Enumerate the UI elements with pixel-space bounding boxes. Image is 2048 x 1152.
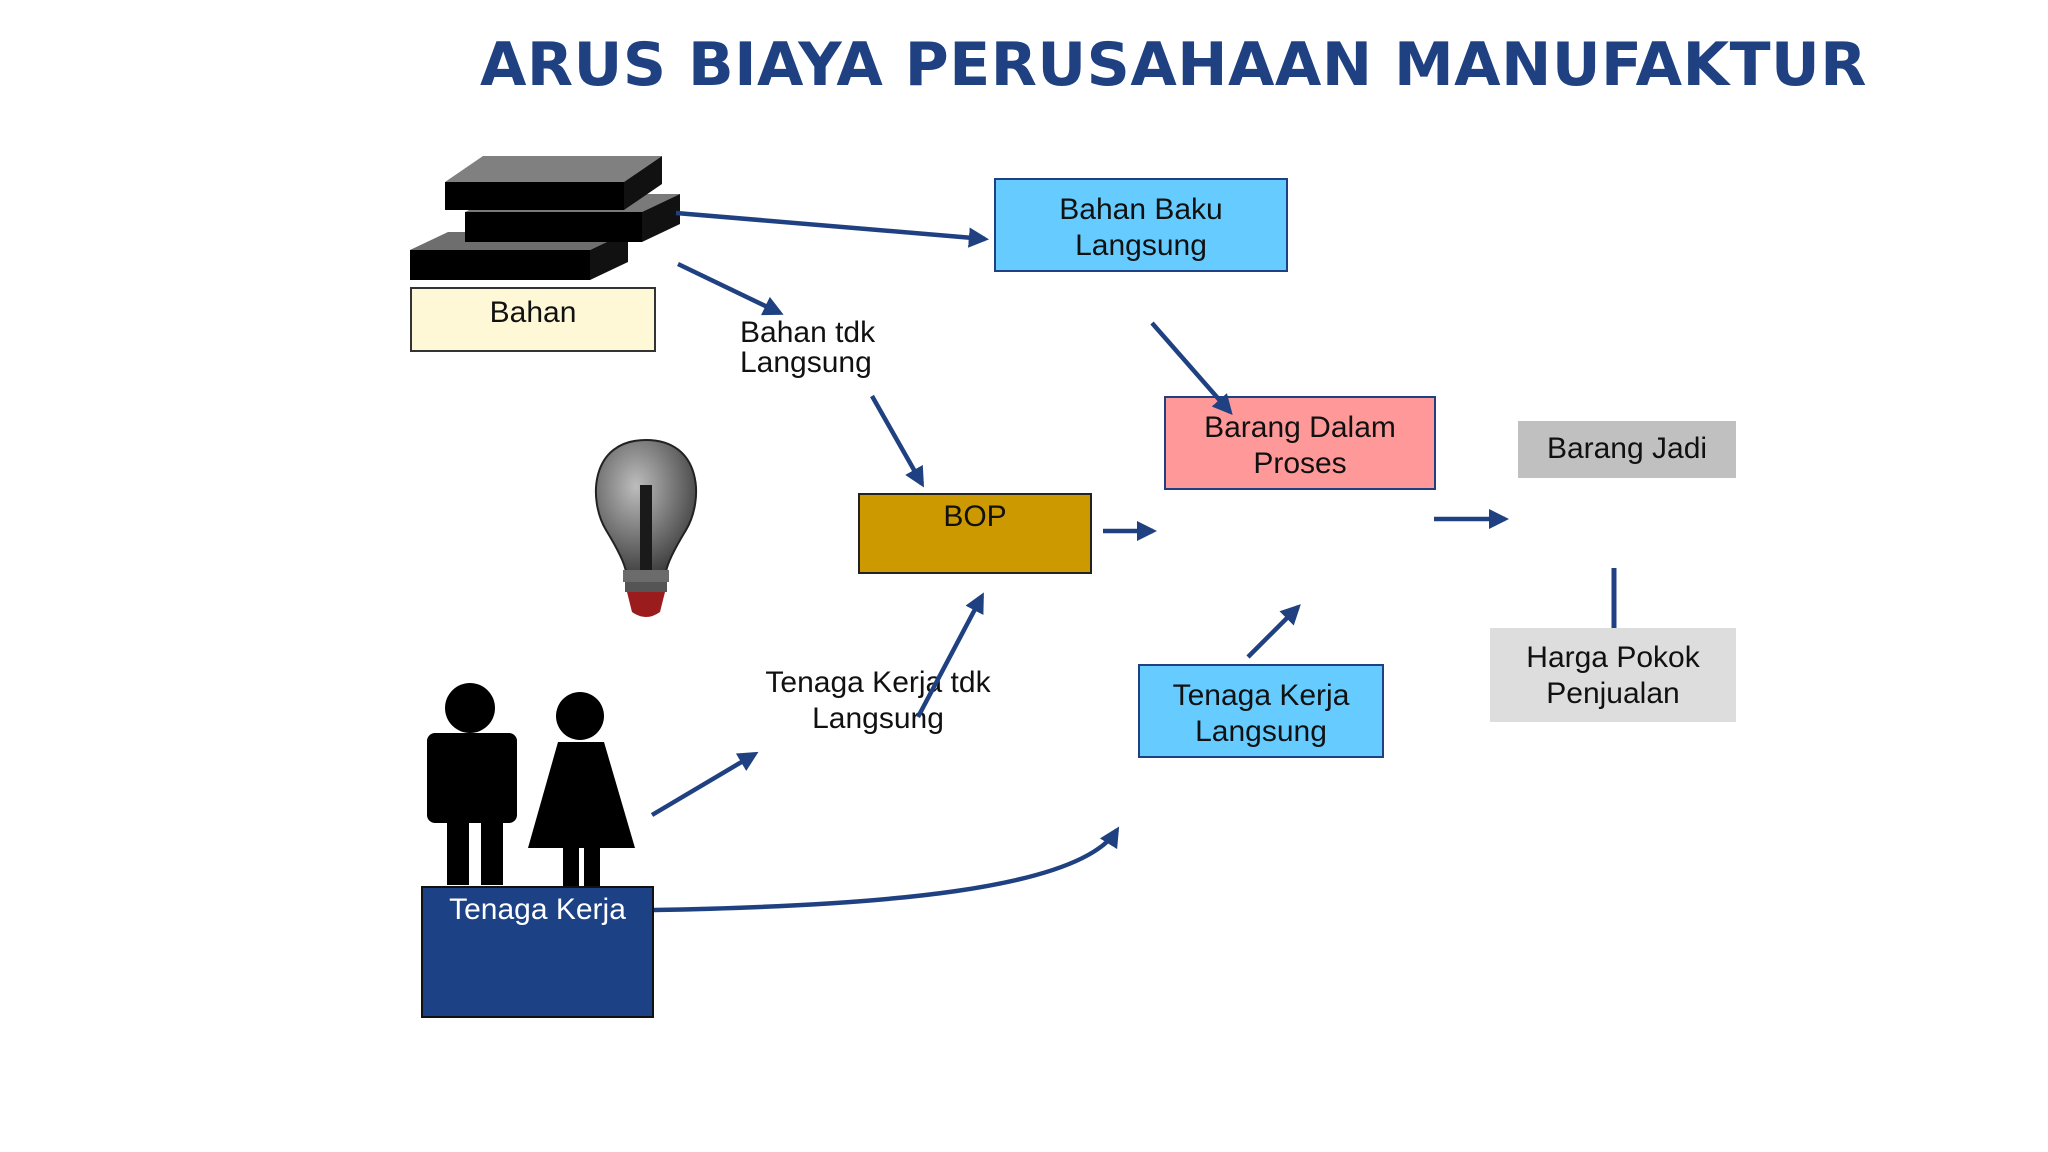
slab-middle bbox=[465, 194, 680, 242]
bahan-baku-langsung-line2: Langsung bbox=[1075, 229, 1207, 262]
arrow-tkl-to-bdp bbox=[1246, 604, 1301, 659]
bop-label: BOP bbox=[943, 500, 1007, 533]
arrow-tenaga-kerja-to-tkl bbox=[653, 826, 1120, 913]
harga-pokok-penjualan-line2: Penjualan bbox=[1546, 677, 1680, 710]
bahan-tdk-langsung-label: Bahan tdk Langsung bbox=[740, 318, 900, 378]
man-figure bbox=[427, 683, 517, 885]
bop-box: BOP bbox=[858, 493, 1092, 574]
slab-top bbox=[445, 156, 662, 210]
harga-pokok-penjualan-box: Harga Pokok Penjualan bbox=[1490, 628, 1736, 722]
woman-figure bbox=[528, 692, 635, 886]
slab-bottom bbox=[410, 232, 628, 280]
tenaga-kerja-tdk-langsung-label: Tenaga Kerja tdk Langsung bbox=[740, 665, 1016, 737]
arrow-tenaga-kerja-to-tk-tdk bbox=[650, 751, 759, 817]
tenaga-kerja-box: Tenaga Kerja bbox=[421, 886, 654, 1018]
tenaga-kerja-tdk-langsung-line1: Tenaga Kerja tdk bbox=[765, 666, 991, 699]
bahan-box: Bahan bbox=[410, 287, 656, 352]
bahan-tdk-langsung-line2: Langsung bbox=[740, 346, 872, 379]
barang-jadi-box: Barang Jadi bbox=[1518, 421, 1736, 478]
tenaga-kerja-langsung-line2: Langsung bbox=[1195, 715, 1327, 748]
bahan-baku-langsung-box: Bahan Baku Langsung bbox=[994, 178, 1288, 272]
bahan-baku-langsung-line1: Bahan Baku bbox=[1059, 193, 1223, 226]
harga-pokok-penjualan-line1: Harga Pokok bbox=[1526, 641, 1700, 674]
page-title: ARUS BIAYA PERUSAHAAN MANUFAKTUR bbox=[480, 30, 1867, 100]
arrow-bahan-to-bahan-baku bbox=[675, 210, 990, 248]
barang-dalam-proses-line1: Barang Dalam bbox=[1204, 411, 1396, 444]
tenaga-kerja-langsung-line1: Tenaga Kerja bbox=[1172, 679, 1350, 712]
barang-dalam-proses-box: Barang Dalam Proses bbox=[1164, 396, 1436, 490]
bahan-tdk-langsung-line1: Bahan tdk bbox=[740, 316, 876, 349]
tenaga-kerja-label: Tenaga Kerja bbox=[449, 893, 626, 926]
tenaga-kerja-tdk-langsung-line2: Langsung bbox=[812, 702, 944, 735]
barang-dalam-proses-line2: Proses bbox=[1253, 447, 1347, 480]
arrow-bahan-tdk-to-bop bbox=[870, 394, 925, 488]
bahan-label: Bahan bbox=[489, 296, 577, 329]
arrow-bahan-to-bahan-tdk bbox=[677, 261, 784, 316]
tenaga-kerja-langsung-box: Tenaga Kerja Langsung bbox=[1138, 664, 1384, 758]
barang-jadi-label: Barang Jadi bbox=[1546, 432, 1708, 465]
